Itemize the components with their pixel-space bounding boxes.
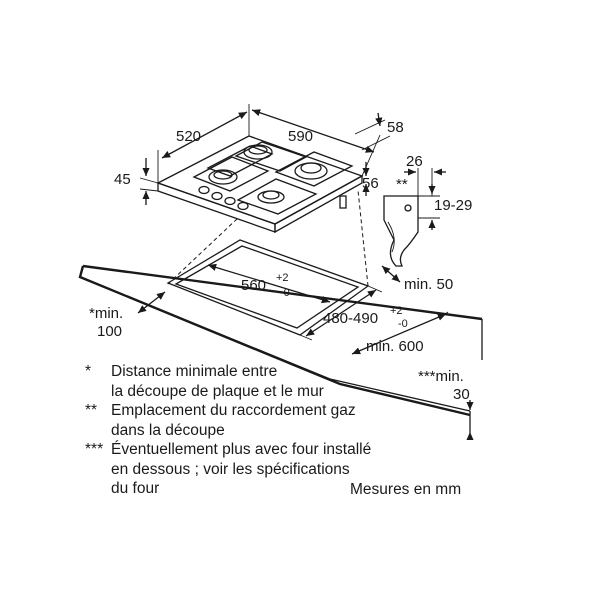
- label-590: 590: [288, 128, 313, 145]
- gas-connector: [339, 195, 347, 209]
- label-56: 56: [362, 175, 379, 192]
- label-480-490-tol-minus: -0: [398, 318, 408, 330]
- notes-legend: * Distance minimale entre la découpe de …: [85, 362, 485, 499]
- dim-45: 45: [114, 158, 159, 205]
- note-row-1: * Distance minimale entre la découpe de …: [85, 362, 485, 401]
- projection-lines: [167, 189, 369, 287]
- note-text-2: Emplacement du raccordement gaz dans la …: [111, 402, 356, 439]
- label-min-50: min. 50: [404, 276, 453, 293]
- label-480-490-tol-plus: +2: [390, 305, 403, 317]
- dim-min-50: min. 50: [381, 265, 453, 293]
- pan-support-grid: [192, 141, 354, 215]
- note-text-3: Éventuellement plus avec four installé e…: [111, 441, 372, 497]
- label-bracket-marker: **: [396, 176, 408, 193]
- dim-min-30: ***min. 30: [418, 368, 474, 441]
- note-mark-3: ***: [85, 441, 104, 458]
- label-min-600: min. 600: [366, 338, 424, 355]
- label-min-100-line2: 100: [97, 323, 122, 340]
- dim-min-600: min. 600: [351, 311, 449, 355]
- note-row-3: *** Éventuellement plus avec four instal…: [85, 440, 485, 499]
- control-knobs: [198, 185, 249, 211]
- label-19-29: 19-29: [434, 197, 472, 214]
- units-note: Mesures en mm: [350, 481, 462, 498]
- dim-56: 56: [362, 162, 379, 196]
- label-26: 26: [406, 153, 423, 170]
- label-560: 560: [241, 277, 266, 294]
- label-520: 520: [176, 128, 201, 145]
- wall-bracket-detail: 26 ** 19-29: [383, 153, 472, 267]
- label-560-tol-plus: +2: [276, 272, 289, 284]
- gas-hob: [156, 135, 364, 234]
- label-58: 58: [387, 119, 404, 136]
- dim-58: 58: [354, 112, 404, 151]
- note-text-1: Distance minimale entre la découpe de pl…: [111, 363, 324, 400]
- dim-min-100: *min. 100: [89, 291, 166, 340]
- label-min-100-line1: *min.: [89, 305, 123, 322]
- label-min-30-line1: ***min.: [418, 368, 464, 385]
- label-480-490: 480-490: [323, 310, 378, 327]
- note-mark-2: **: [85, 402, 98, 419]
- label-min-30-line2: 30: [453, 386, 470, 403]
- label-45: 45: [114, 171, 131, 188]
- label-560-tol-minus: -0: [280, 287, 290, 299]
- dim-520: 520: [157, 104, 250, 183]
- dim-480-490: 480-490 +2 -0: [299, 285, 408, 341]
- dim-590: 590: [251, 109, 381, 177]
- note-mark-1: *: [85, 363, 92, 380]
- dim-560: 560 +2 -0: [207, 263, 331, 304]
- note-row-2: ** Emplacement du raccordement gaz dans …: [85, 401, 485, 440]
- burners: [208, 144, 328, 204]
